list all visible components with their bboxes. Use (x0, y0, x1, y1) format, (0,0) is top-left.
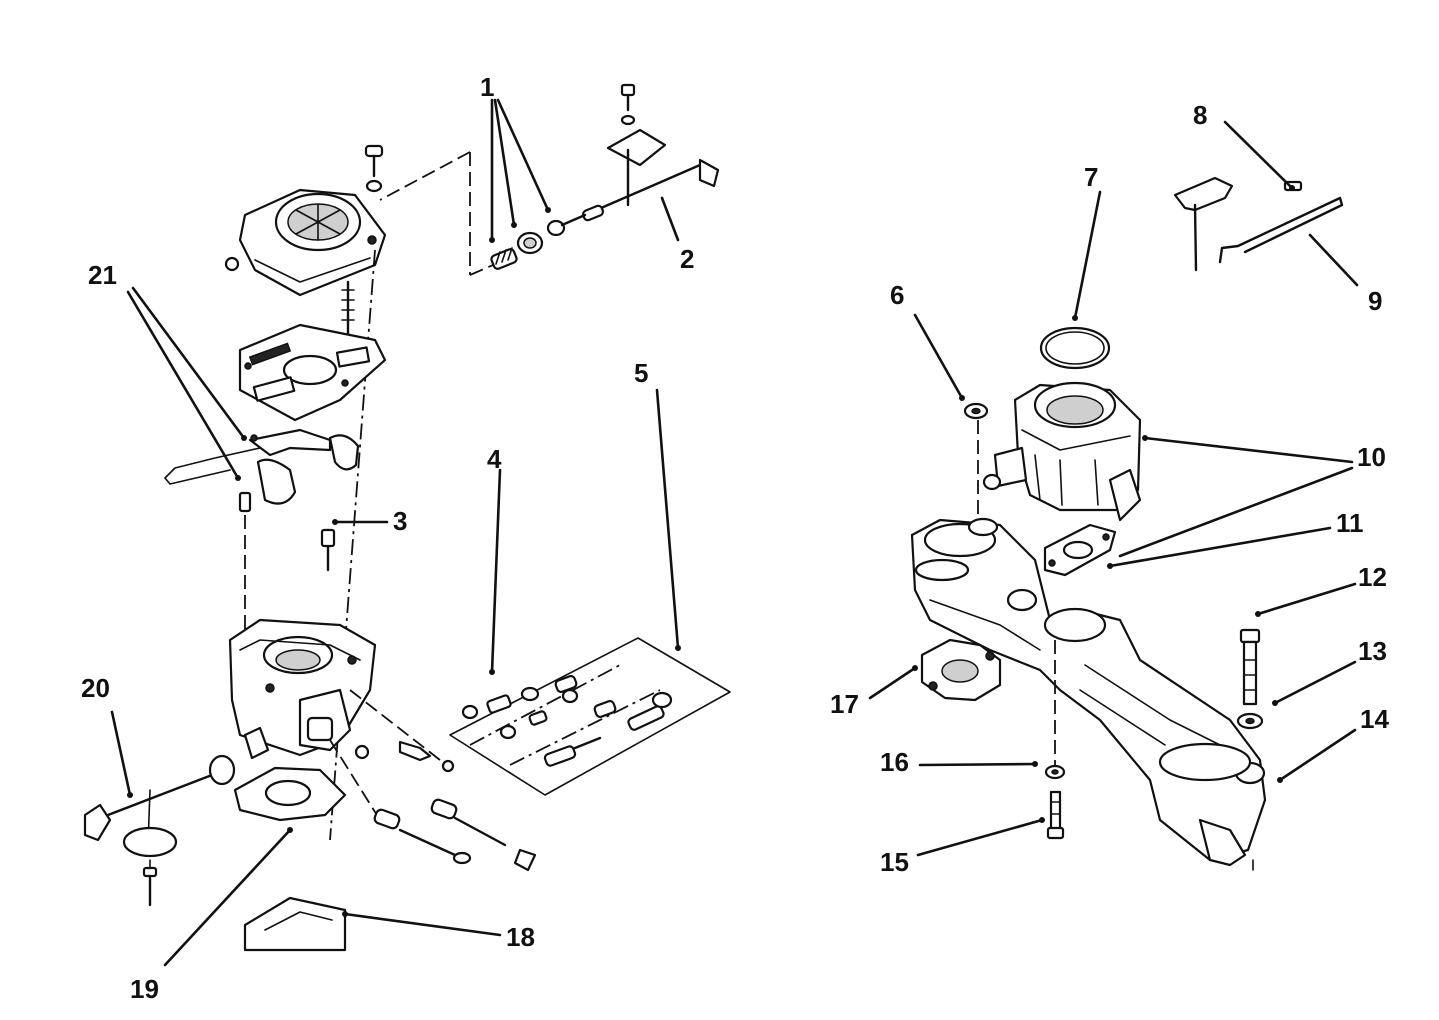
callout-1: 1 (480, 72, 494, 102)
manifold-bolt-washer (1236, 712, 1264, 730)
callout-21: 21 (88, 260, 117, 290)
callout-6: 6 (890, 280, 904, 310)
callout-17: 17 (830, 689, 859, 719)
callout-5: 5 (634, 358, 648, 388)
callout-2: 2 (680, 244, 694, 274)
intake-manifold (910, 517, 1267, 871)
callout-4: 4 (487, 444, 502, 474)
kit-parts-box (449, 637, 731, 796)
lower-housing (243, 896, 347, 952)
callout-7: 7 (1084, 162, 1098, 192)
leader-lines (110, 98, 1359, 967)
callout-8: 8 (1193, 100, 1207, 130)
float-assembly (164, 428, 360, 505)
stud-washer (963, 402, 989, 420)
intake-manifold-assembly (910, 176, 1344, 871)
manifold-flange-gasket (920, 638, 1002, 702)
callout-3: 3 (393, 506, 407, 536)
carburetor-main-body (228, 618, 377, 760)
mounted-carburetor (982, 381, 1142, 522)
callout-18: 18 (506, 922, 535, 952)
carburetor-exploded-assembly (83, 83, 731, 952)
air-horn-gasket (238, 323, 387, 422)
idle-adjust-screws (329, 689, 537, 872)
callout-15: 15 (880, 847, 909, 877)
callout-labels: 1 2 3 4 5 6 7 8 9 10 11 12 13 14 15 16 1… (81, 72, 1389, 1004)
callout-9: 9 (1368, 286, 1382, 316)
pump-linkage (581, 83, 720, 222)
throttle-plate (122, 826, 178, 907)
pump-spring-and-cup (490, 213, 587, 270)
flange-gasket (233, 766, 347, 822)
lower-stud-washer (1044, 764, 1066, 780)
carburetor-base-gasket (1043, 523, 1117, 577)
callout-10: 10 (1357, 442, 1386, 472)
callout-11: 11 (1336, 508, 1364, 538)
callout-12: 12 (1358, 562, 1387, 592)
manifold-bolt-long (1239, 628, 1261, 706)
callout-19: 19 (130, 974, 159, 1004)
air-horn (224, 188, 387, 297)
callout-13: 13 (1358, 636, 1387, 666)
air-horn-screw (364, 144, 384, 193)
callout-16: 16 (880, 747, 909, 777)
callout-20: 20 (81, 673, 110, 703)
throttle-rod (1218, 196, 1344, 264)
air-cleaner-ring (1039, 326, 1111, 370)
callout-14: 14 (1360, 704, 1389, 734)
lower-stud-bolt (1046, 790, 1065, 840)
